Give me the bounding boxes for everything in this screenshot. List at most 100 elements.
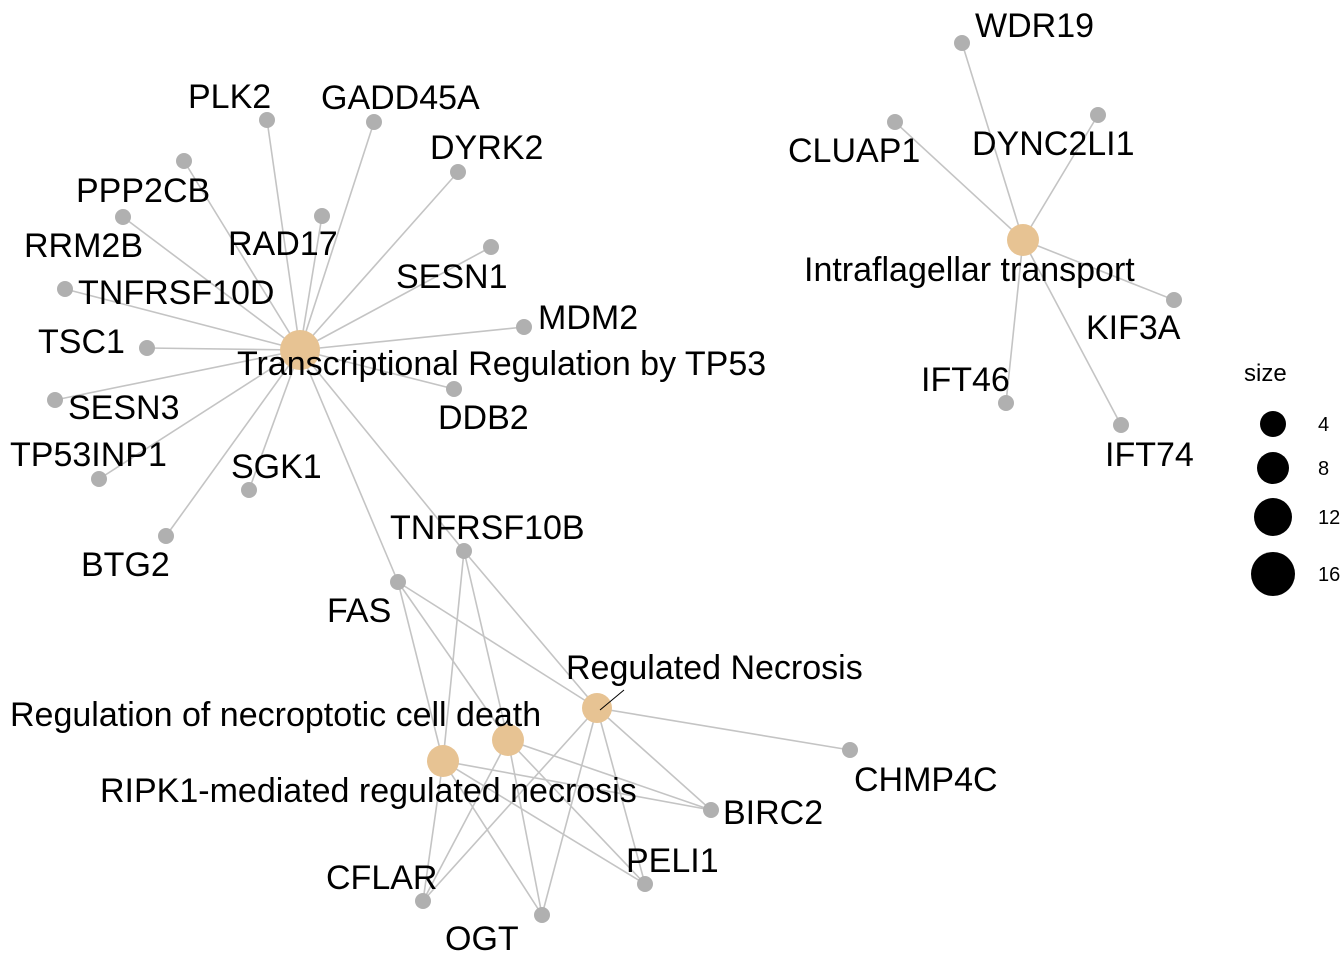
gene-label-cflar: CFLAR	[326, 859, 437, 897]
size-legend: size 4 8 12 16	[1244, 360, 1340, 596]
gene-node-peli1	[637, 876, 653, 892]
gene-label-btg2: BTG2	[81, 546, 170, 584]
gene-node-tnfrsf10b	[456, 543, 472, 559]
pathway-node-p1	[280, 330, 320, 370]
edge-p5-fas	[397, 581, 444, 762]
edge-p4-cflar	[422, 739, 509, 902]
gene-label-tnfrsf10b: TNFRSF10B	[390, 509, 585, 547]
gene-node-tp53inp1	[91, 471, 107, 487]
edge-p1-sgk1	[248, 349, 301, 491]
gene-label-gadd45a: GADD45A	[321, 79, 480, 117]
edge-p1-tnfrsf10b	[299, 349, 465, 552]
edge-p1-ppp2cb	[183, 160, 301, 351]
gene-node-fas	[390, 574, 406, 590]
gene-node-ift46	[998, 395, 1014, 411]
gene-label-birc2: BIRC2	[723, 794, 823, 832]
edge-p5-birc2	[442, 760, 712, 811]
gene-label-rad17: RAD17	[228, 225, 338, 263]
gene-label-ogt: OGT	[445, 920, 519, 958]
pathway-label-p3: Regulated Necrosis	[566, 649, 863, 687]
edge-p4-peli1	[507, 739, 646, 885]
edge-p1-mdm2	[299, 326, 525, 351]
edge-p1-sesn1	[299, 246, 492, 351]
gene-label-sesn1: SESN1	[396, 258, 508, 296]
gene-node-dyrk2	[450, 164, 466, 180]
legend-dot-4	[1260, 411, 1286, 437]
gene-node-plk2	[259, 112, 275, 128]
pathway-node-p3	[582, 693, 612, 723]
gene-node-ppp2cb	[176, 153, 192, 169]
edge-p3-chmp4c	[596, 707, 851, 751]
gene-label-tsc1: TSC1	[38, 323, 125, 361]
edge-p2-wdr19	[961, 42, 1024, 241]
legend-dot-8	[1257, 452, 1289, 484]
gene-label-kif3a: KIF3A	[1086, 309, 1181, 347]
edge-p4-tnfrsf10b	[463, 550, 509, 741]
edge-p1-fas	[299, 349, 399, 583]
edge-p3-peli1	[596, 707, 646, 885]
gene-node-ift74	[1113, 417, 1129, 433]
gene-label-cluap1: CLUAP1	[788, 132, 920, 170]
legend-label-16: 16	[1318, 564, 1340, 586]
gene-label-ddb2: DDB2	[438, 399, 529, 437]
gene-label-plk2: PLK2	[188, 78, 271, 116]
gene-node-chmp4c	[842, 742, 858, 758]
legend-label-12: 12	[1318, 507, 1340, 529]
edge-p2-ift74	[1022, 239, 1122, 426]
edge-p1-rrm2b	[122, 216, 301, 351]
legend-dot-16	[1251, 552, 1295, 596]
gene-node-wdr19	[954, 35, 970, 51]
pathway-node-p4	[492, 724, 524, 756]
gene-label-mdm2: MDM2	[538, 299, 638, 337]
edge-p5-tnfrsf10b	[442, 550, 465, 762]
gene-node-cluap1	[887, 114, 903, 130]
gene-label-peli1: PELI1	[626, 842, 719, 880]
gene-label-wdr19: WDR19	[975, 7, 1094, 45]
gene-node-ogt	[534, 907, 550, 923]
edge-p5-cflar	[422, 760, 444, 902]
edge-p3-cflar	[422, 707, 598, 902]
gene-label-sgk1: SGK1	[231, 448, 322, 486]
edge-p3-birc2	[596, 707, 712, 811]
gene-node-sesn1	[483, 239, 499, 255]
gene-node-sgk1	[241, 482, 257, 498]
pathway-node-p2	[1007, 224, 1039, 256]
gene-node-sesn3	[47, 392, 63, 408]
edge-p3-tnfrsf10b	[463, 550, 598, 709]
gene-node-birc2	[703, 802, 719, 818]
edge-p1-dyrk2	[299, 171, 459, 351]
edge-p1-tp53inp1	[98, 349, 301, 480]
gene-node-mdm2	[516, 319, 532, 335]
legend-label-4: 4	[1318, 414, 1329, 436]
edge-p1-tnfrsf10d	[64, 288, 301, 351]
edge-p4-birc2	[507, 739, 712, 811]
edge-p2-kif3a	[1022, 239, 1175, 301]
edge-p1-ddb2	[299, 349, 455, 390]
gene-node-tsc1	[139, 340, 155, 356]
edge-p2-dync2li1	[1022, 114, 1099, 241]
pathway-label-p1: Transcriptional Regulation by TP53	[237, 345, 766, 383]
edge-p4-ogt	[507, 739, 543, 916]
gene-label-fas: FAS	[327, 592, 391, 630]
pathway-label-p4: Regulation of necroptotic cell death	[10, 696, 541, 734]
edge-p5-peli1	[442, 760, 646, 885]
gene-node-cflar	[415, 893, 431, 909]
gene-label-chmp4c: CHMP4C	[854, 761, 998, 799]
label-leader-line	[599, 689, 625, 711]
gene-label-tp53inp1: TP53INP1	[10, 436, 167, 474]
gene-label-ift74: IFT74	[1105, 436, 1194, 474]
gene-node-btg2	[158, 528, 174, 544]
gene-node-rrm2b	[115, 209, 131, 225]
legend-title: size	[1244, 360, 1287, 387]
gene-node-kif3a	[1166, 292, 1182, 308]
edge-p1-btg2	[165, 349, 301, 537]
legend-label-8: 8	[1318, 458, 1329, 480]
nodes-layer	[47, 35, 1182, 923]
pathway-label-p5: RIPK1-mediated regulated necrosis	[100, 772, 637, 810]
edge-p3-ogt	[541, 707, 598, 916]
gene-label-ppp2cb: PPP2CB	[76, 172, 210, 210]
edges-layer	[54, 42, 1175, 916]
gene-label-sesn3: SESN3	[68, 389, 180, 427]
gene-label-ift46: IFT46	[921, 361, 1010, 399]
